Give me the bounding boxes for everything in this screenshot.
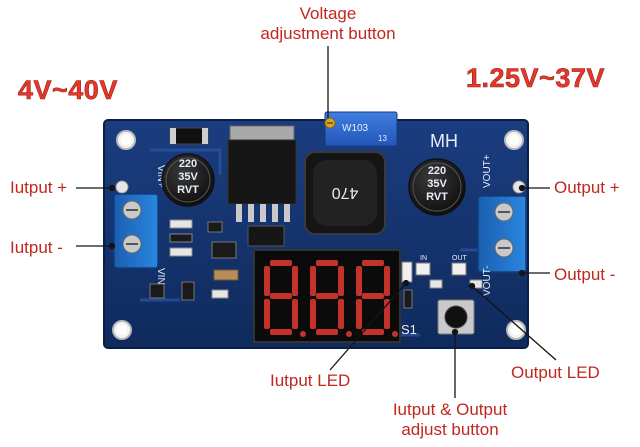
digit-3-segment <box>356 266 362 296</box>
digit-2-segment <box>310 266 316 296</box>
digit-1-segment <box>264 266 270 296</box>
inductor-code: 470 <box>332 184 359 201</box>
output-range-label: 1.25V~37V <box>466 63 605 94</box>
callout-lines <box>76 46 557 398</box>
voltage-adjust-line2: adjustment button <box>260 24 396 43</box>
output-led-label: Output LED <box>511 363 600 382</box>
voltage-adjust-line1: Voltage <box>299 4 357 23</box>
io-adjust-line2: adjust button <box>401 420 499 439</box>
digit-1-segment <box>270 260 292 266</box>
input-range-label: 4V~40V <box>18 75 118 106</box>
digit-3-segment <box>362 329 384 335</box>
potentiometer: W103 13 <box>324 111 398 147</box>
digit-3-segment <box>384 299 390 329</box>
led-in-silk: IN <box>420 255 427 262</box>
input-led-label: Iutput LED <box>270 371 351 390</box>
output-minus-label: Output - <box>554 265 616 284</box>
output-plus-label: Output + <box>554 178 620 197</box>
digit-3-segment <box>384 266 390 296</box>
digit-2-segment <box>338 266 344 296</box>
digit-2-segment <box>316 293 338 299</box>
brand-silk: MH <box>430 131 458 151</box>
digit-2-decimal-point <box>346 331 352 337</box>
cap-left-line2: 35V <box>178 171 198 183</box>
display-digits <box>264 260 398 337</box>
digit-2-segment <box>316 260 338 266</box>
voltage-adjust-label: Voltage adjustment button <box>238 4 418 44</box>
cap-left-line3: RVT <box>177 184 199 196</box>
output-led <box>451 262 467 276</box>
vout-minus-silk: VOUT- <box>482 265 493 296</box>
digit-3-segment <box>356 299 362 329</box>
io-adjust-line1: Iutput & Output <box>392 400 508 419</box>
right-capacitor: 220 35V RVT <box>408 158 466 216</box>
cap-right-line3: RVT <box>426 191 448 203</box>
digit-2-segment <box>338 299 344 329</box>
regulator-chip <box>227 125 297 222</box>
digit-1-segment <box>292 266 298 296</box>
cap-right-line1: 220 <box>428 165 446 177</box>
input-terminal-block <box>113 193 159 269</box>
left-capacitor: 220 35V RVT <box>161 153 215 207</box>
cap-right-line2: 35V <box>427 178 447 190</box>
digit-1-segment <box>292 299 298 329</box>
digit-1-segment <box>270 329 292 335</box>
digit-1-segment <box>264 299 270 329</box>
input-minus-label: Iutput - <box>10 238 63 257</box>
vout-plus-silk: VOUT+ <box>482 154 493 188</box>
adjust-switch-s1 <box>437 299 475 335</box>
digit-3-segment <box>362 293 384 299</box>
io-adjust-label: Iutput & Output adjust button <box>355 400 545 440</box>
digit-1-segment <box>270 293 292 299</box>
led-block: IN OUT <box>401 255 483 309</box>
inductor: 470 <box>304 151 386 235</box>
digit-1-decimal-point <box>300 331 306 337</box>
mounting-holes <box>112 130 526 340</box>
output-terminal-block <box>477 195 527 273</box>
digit-3-segment <box>362 260 384 266</box>
digit-2-segment <box>310 299 316 329</box>
vin-minus-silk: VIN- <box>155 268 166 288</box>
pot-code: W103 <box>342 123 369 134</box>
switch-silk: S1 <box>401 322 417 337</box>
cap-left-line1: 220 <box>179 158 197 170</box>
digit-3-decimal-point <box>392 331 398 337</box>
pot-num: 13 <box>378 134 387 143</box>
led-out-silk: OUT <box>452 255 468 262</box>
input-led <box>415 262 431 276</box>
vin-plus-silk: VIN+ <box>155 165 166 188</box>
input-plus-label: Iutput + <box>10 178 68 197</box>
digit-2-segment <box>316 329 338 335</box>
